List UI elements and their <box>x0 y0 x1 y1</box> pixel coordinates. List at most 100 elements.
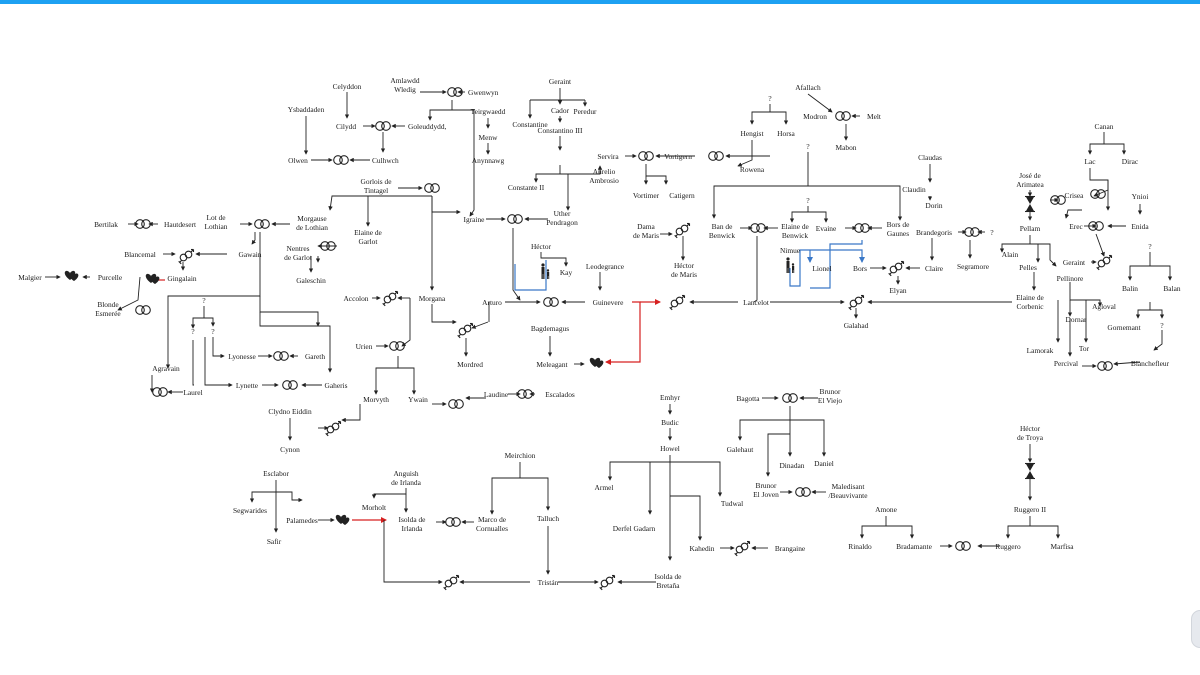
person-label: ? <box>1160 321 1163 330</box>
relationship-venus-mars-icon <box>888 260 905 277</box>
person-label: Menw <box>479 133 499 142</box>
person-label: Nentres <box>287 244 310 253</box>
relationship-venus-mars-icon <box>848 294 865 311</box>
person-label: Bagotta <box>737 394 761 403</box>
person-label: Gingalain <box>167 274 196 283</box>
person-label: Accolon <box>343 294 368 303</box>
person-label: Gwenwyn <box>468 88 499 97</box>
person-label: Balin <box>1122 284 1138 293</box>
person-label: Lancelot <box>743 298 770 307</box>
person-label: Nimue <box>780 246 801 255</box>
person-label: de Lothian <box>296 223 328 232</box>
person-label: ? <box>211 327 214 336</box>
person-label: Blonde <box>97 300 119 309</box>
person-label: Ruggero <box>995 542 1021 551</box>
person-label: Ban de <box>712 222 733 231</box>
person-label: Constantino III <box>538 126 583 135</box>
marriage-rings-icons <box>135 87 1113 551</box>
person-label: Morvyth <box>363 395 389 404</box>
marriage-rings-icon <box>750 223 766 233</box>
person-label: Culhwch <box>372 156 399 165</box>
person-label: Dorin <box>925 201 943 210</box>
person-label: Kahedin <box>689 544 714 553</box>
person-label: Talluch <box>537 514 559 523</box>
marriage-rings-icon <box>955 541 971 551</box>
person-label: Bors <box>853 264 867 273</box>
person-label: Aurelio <box>593 167 616 176</box>
person-label: Constantine <box>512 120 548 129</box>
person-label: Héctor <box>531 242 552 251</box>
person-label: Gaheris <box>325 381 348 390</box>
person-label: Teirgwaedd <box>471 107 506 116</box>
person-label: Vortigern <box>664 152 692 161</box>
marriage-rings-icon <box>507 214 523 224</box>
person-label: Budic <box>661 418 679 427</box>
relationship-venus-mars-icon <box>599 574 616 591</box>
person-label: Elyan <box>889 286 907 295</box>
marriage-rings-icon <box>254 219 270 229</box>
person-label: Maledisant <box>832 482 866 491</box>
person-label: Crisea <box>1065 191 1085 200</box>
person-label: Balan <box>1163 284 1181 293</box>
marriage-rings-icon <box>448 399 464 409</box>
person-label: Bertilak <box>94 220 118 229</box>
relationship-venus-mars-icon <box>178 248 195 265</box>
person-label: Afallach <box>795 83 821 92</box>
person-label: Tudwal <box>721 499 743 508</box>
person-label: Percival <box>1054 359 1078 368</box>
person-label: Safir <box>267 537 282 546</box>
person-label: Kay <box>560 268 573 277</box>
person-label: Escalados <box>545 390 575 399</box>
person-label: Segramore <box>957 262 990 271</box>
person-label: ? <box>202 296 205 305</box>
person-label: Pellinore <box>1057 274 1084 283</box>
lovers-hearts-icon <box>64 270 79 281</box>
person-label: Mabon <box>836 143 857 152</box>
person-label: Derfel Gadarn <box>613 524 656 533</box>
person-label: El Viejo <box>818 396 843 405</box>
person-label: Guinevere <box>593 298 624 307</box>
scroll-handle[interactable] <box>1191 610 1200 648</box>
person-label: Bagdemagus <box>531 324 569 333</box>
lovers-hearts-icon <box>145 273 160 284</box>
person-label: Servira <box>597 152 619 161</box>
person-label: Ruggero II <box>1014 505 1047 514</box>
person-label: Rinaldo <box>848 542 872 551</box>
person-label: Tintagel <box>364 186 388 195</box>
person-label: Igraine <box>464 215 486 224</box>
person-label: Erec <box>1069 222 1083 231</box>
person-label: Cilydd <box>336 122 356 131</box>
marriage-rings-icon <box>835 111 851 121</box>
person-label: Héctor <box>674 261 695 270</box>
person-label: Brandegoris <box>916 228 952 237</box>
person-label: ? <box>1148 242 1151 251</box>
person-label: Cornualles <box>476 524 508 533</box>
person-label: Mordred <box>457 360 483 369</box>
person-label: Anguish <box>393 469 418 478</box>
person-label: Geraint <box>1063 258 1086 267</box>
person-label: Benwick <box>709 231 736 240</box>
person-label: Daniel <box>814 459 834 468</box>
person-label: Amlawdd <box>390 76 419 85</box>
person-label: Galahad <box>844 321 869 330</box>
person-label: Morgana <box>419 294 446 303</box>
person-label: Brunor <box>820 387 841 396</box>
person-label: Gareth <box>305 352 325 361</box>
person-label: Evaine <box>816 224 837 233</box>
person-label: Meleagant <box>536 360 568 369</box>
person-label: Benwick <box>782 231 809 240</box>
lovers-hearts-icon <box>589 357 604 368</box>
person-label: Dornar <box>1066 315 1087 324</box>
person-label: Alain <box>1002 250 1019 259</box>
marriage-rings-icon <box>708 151 724 161</box>
person-label: Héctor <box>1020 424 1041 433</box>
person-label: Enida <box>1131 222 1149 231</box>
person-labels: Celyddon Amlawdd Wledig Gwenwyn Ysbaddad… <box>18 76 1181 590</box>
person-label: de Irlanda <box>391 478 421 487</box>
person-label: Marco de <box>478 515 507 524</box>
person-label: Cynon <box>280 445 300 454</box>
person-label: Lyonesse <box>228 352 256 361</box>
person-label: Pellam <box>1020 224 1041 233</box>
person-label: Cador <box>551 106 570 115</box>
